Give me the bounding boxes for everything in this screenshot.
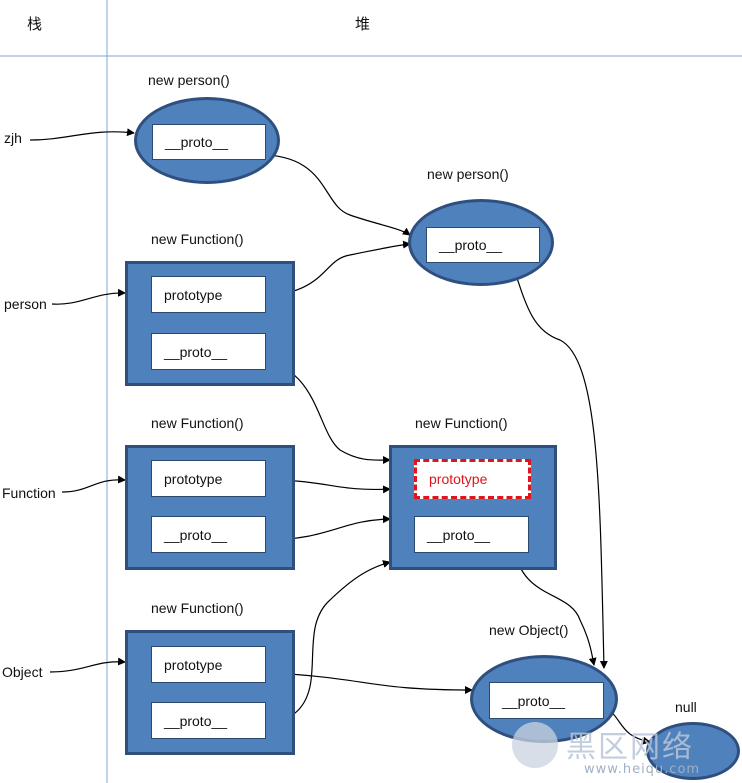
person-fn-caption: new Function() (151, 231, 244, 247)
person-proto-caption: new person() (427, 166, 509, 182)
watermark-cn: 黑区网络 (566, 730, 694, 765)
person-fn-prototype-slot: prototype (151, 276, 266, 313)
object-proto-proto-slot: __proto__ (489, 682, 604, 719)
watermark-url: www.heiqu.com (584, 762, 701, 777)
stack-var-object: Object (2, 664, 43, 680)
arrow-zjh-proto (247, 154, 411, 236)
arrow-zjh (29, 128, 135, 141)
person-fn-proto-slot: __proto__ (151, 333, 266, 370)
watermark-logo-icon (512, 722, 558, 768)
function-proto-caption: new Function() (415, 415, 508, 431)
null-node (646, 722, 740, 780)
function-proto-proto-slot: __proto__ (414, 516, 529, 553)
object-fn-caption: new Function() (151, 600, 244, 616)
object-fn-prototype-slot: prototype (151, 646, 266, 683)
object-proto-caption: new Object() (489, 622, 569, 638)
stack-var-person: person (4, 296, 47, 312)
stack-var-function: Function (2, 485, 56, 501)
zjh-obj-caption: new person() (148, 72, 230, 88)
arrow-person (51, 288, 126, 305)
arrow-function (61, 475, 126, 493)
function-fn-prototype-slot: prototype (151, 460, 266, 497)
function-proto-prototype-slot: prototype (414, 459, 531, 499)
null-caption: null (675, 699, 697, 715)
person-proto-proto-slot: __proto__ (426, 227, 540, 263)
stack-header: 栈 (27, 15, 43, 33)
arrow-object (49, 657, 126, 673)
object-fn-proto-slot: __proto__ (151, 702, 266, 739)
arrow-fnproto-to-objproto (513, 544, 597, 666)
arrow-personproto-to-objproto (509, 256, 608, 669)
function-fn-caption: new Function() (151, 415, 244, 431)
stack-var-zjh: zjh (4, 130, 22, 146)
zjh-obj-proto-slot: __proto__ (152, 124, 266, 160)
function-fn-proto-slot: __proto__ (151, 516, 266, 553)
heap-header: 堆 (355, 15, 371, 33)
